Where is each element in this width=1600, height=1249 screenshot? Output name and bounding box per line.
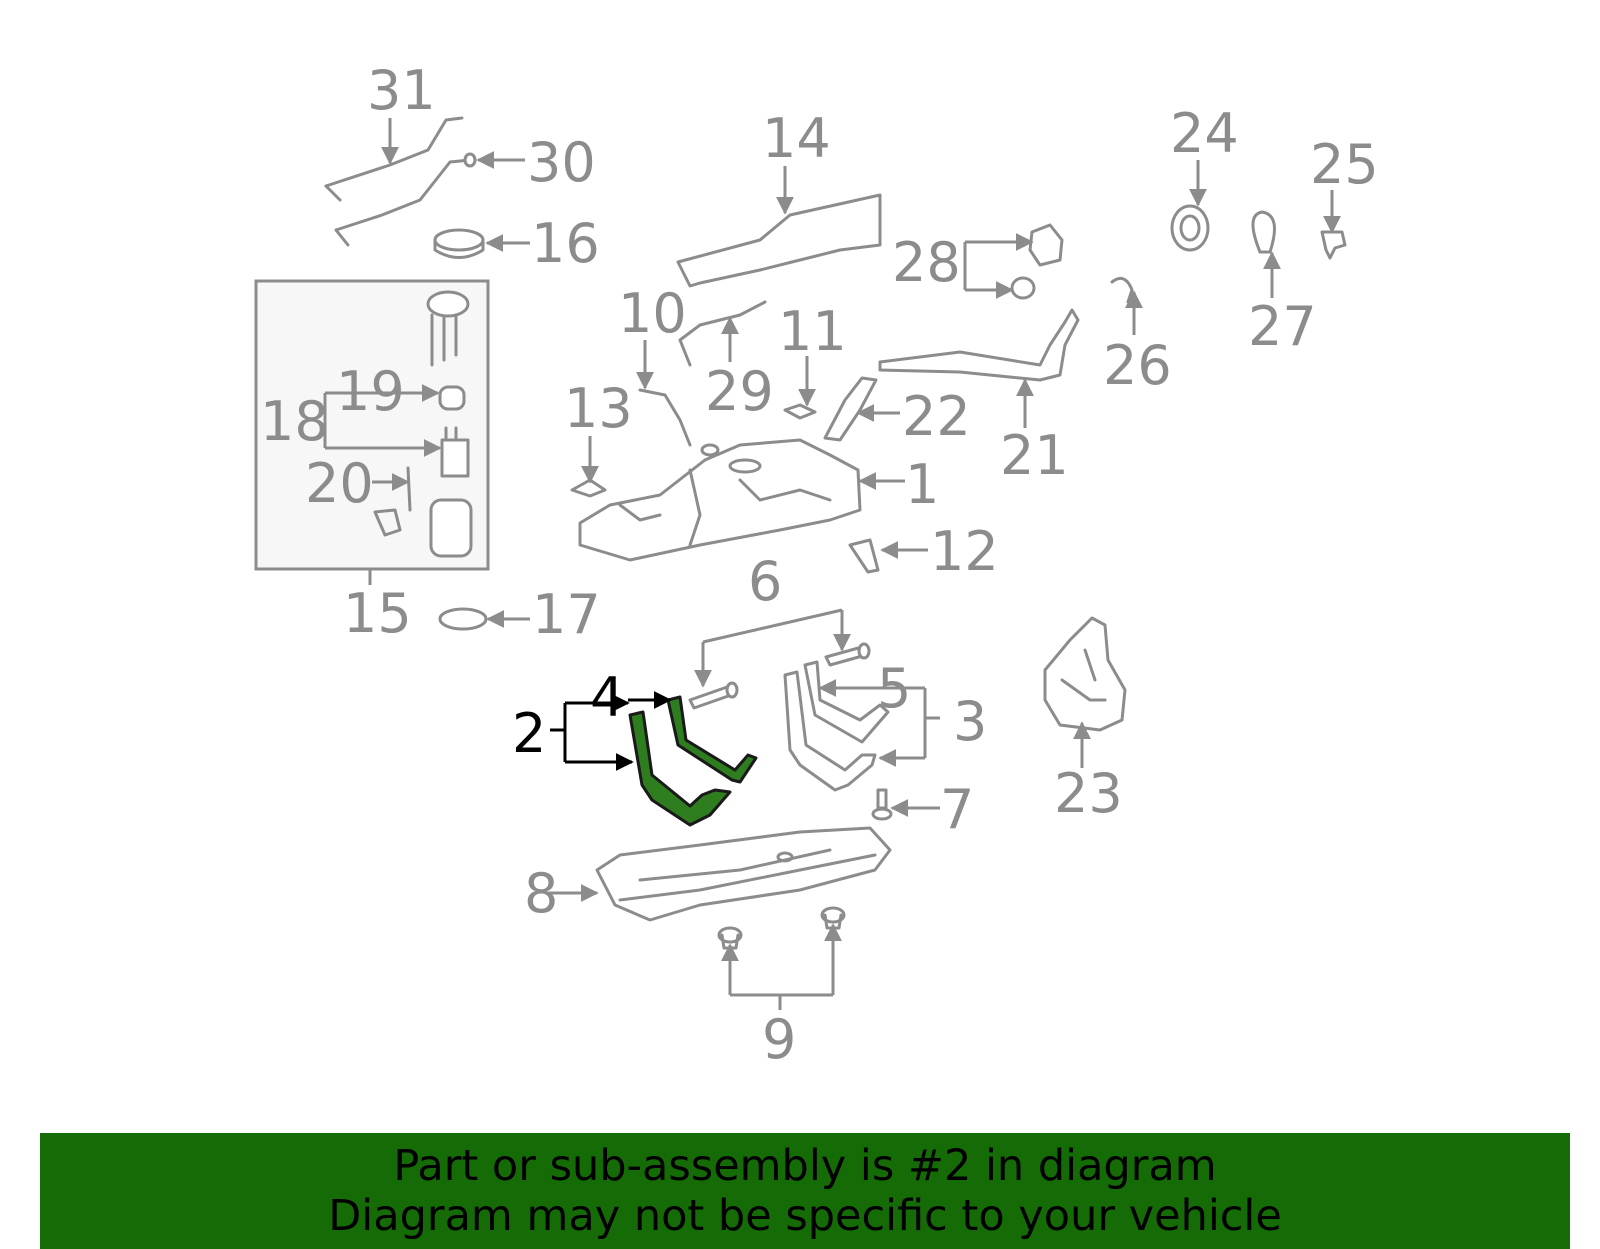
label-23: 23: [1054, 762, 1123, 825]
label-2: 2: [512, 702, 546, 765]
label-30: 30: [527, 131, 596, 194]
leader-lines: [323, 118, 1341, 1010]
strap-13: [638, 388, 692, 447]
bracket-11: [783, 403, 817, 420]
label-8: 8: [524, 862, 558, 925]
label-17: 17: [532, 583, 601, 646]
tank-protector-8: [595, 826, 892, 922]
fuel-tank-strap-4: [666, 695, 758, 784]
hose-22: [823, 376, 878, 442]
label-26: 26: [1103, 334, 1172, 397]
label-11: 11: [778, 300, 847, 363]
label-21: 21: [1000, 424, 1069, 487]
callout-labels: 31 30 16 14 28 24 25 26 27 10 29 11 13 2…: [260, 59, 1379, 1071]
bolt-7: [871, 788, 893, 821]
label-12: 12: [930, 520, 999, 583]
bracket-12: [848, 538, 880, 574]
label-5: 5: [877, 657, 911, 720]
label-1: 1: [905, 453, 939, 516]
lock-ring-16: [433, 228, 485, 259]
clamp-28b: [1010, 276, 1036, 300]
fuel-pump-assembly-box: [254, 279, 490, 571]
banner-line-part: Part or sub-assembly is #2 in diagram: [393, 1141, 1217, 1191]
fuel-cap-24: [1170, 204, 1210, 252]
label-20: 20: [305, 452, 374, 515]
label-24: 24: [1170, 102, 1239, 165]
label-10: 10: [618, 282, 687, 345]
ring-26: [1110, 276, 1134, 304]
fuel-line-31: [324, 116, 477, 247]
strap-3: [783, 670, 877, 792]
label-9: 9: [762, 1008, 796, 1071]
seal-27: [1251, 210, 1276, 254]
info-banner: Part or sub-assembly is #2 in diagram Di…: [40, 1133, 1570, 1249]
label-22: 22: [902, 385, 971, 448]
clip-25: [1320, 230, 1347, 260]
fuel-tank-1: [578, 438, 862, 562]
label-18: 18: [260, 390, 329, 453]
gasket-17: [438, 607, 488, 631]
label-6: 6: [748, 550, 782, 613]
label-31: 31: [367, 59, 436, 122]
label-4: 4: [590, 666, 624, 729]
fuel-tank-strap-2: [628, 710, 732, 827]
label-27: 27: [1248, 295, 1317, 358]
label-3: 3: [953, 690, 987, 753]
clamp-28a: [1028, 223, 1064, 267]
label-16: 16: [531, 212, 600, 275]
label-25: 25: [1310, 133, 1379, 196]
label-29: 29: [705, 360, 774, 423]
bracket-13: [570, 478, 607, 498]
protector-23: [1043, 616, 1127, 732]
filler-pipe-21: [878, 308, 1080, 382]
label-13: 13: [564, 377, 633, 440]
label-14: 14: [762, 107, 831, 170]
label-28: 28: [892, 231, 961, 294]
label-7: 7: [940, 778, 974, 841]
strap-5: [803, 660, 890, 744]
label-15: 15: [343, 582, 412, 645]
protector-14: [676, 193, 882, 288]
hose-29: [678, 300, 767, 367]
label-19: 19: [336, 360, 405, 423]
banner-line-disclaimer: Diagram may not be specific to your vehi…: [328, 1191, 1282, 1241]
